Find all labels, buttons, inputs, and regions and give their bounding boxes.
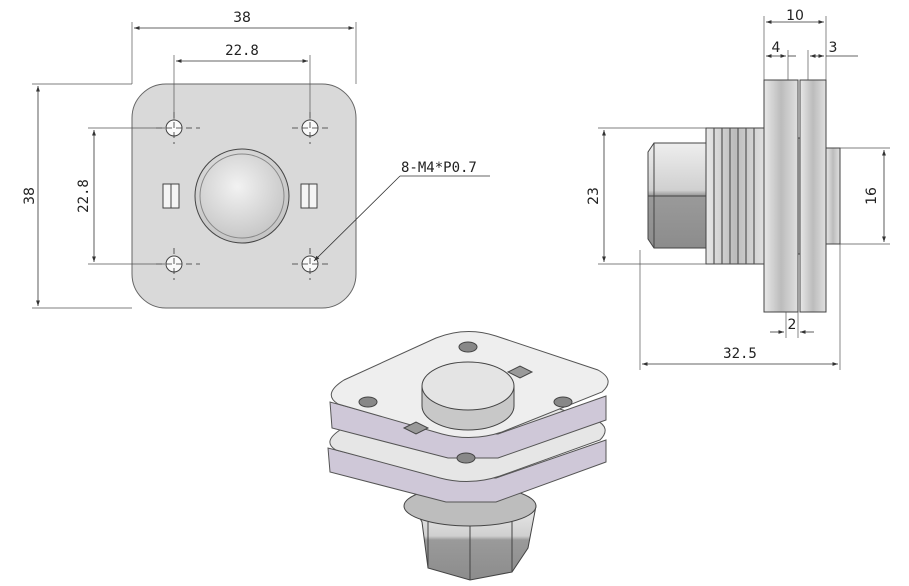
dim-total-thickness: 10 — [763, 8, 827, 80]
center-boss-outer — [194, 148, 290, 244]
gap-label: 2 — [788, 317, 797, 333]
dim-overall-length: 32.5 — [639, 244, 841, 370]
threaded-body — [705, 127, 765, 265]
dim-hole-spacing-vertical: 22.8 — [76, 127, 165, 265]
dim-back-plate: 3 — [807, 40, 858, 80]
center-boss-inner — [199, 153, 285, 239]
dim-body-diameter: 23 — [586, 127, 706, 265]
thread-callout: 8-M4*P0.7 — [313, 160, 490, 262]
height-label: 38 — [22, 187, 38, 205]
hex-nut — [647, 142, 707, 249]
side-view: 10 4 3 23 16 — [586, 8, 890, 370]
dim-hole-spacing-horizontal: 22.8 — [173, 43, 311, 120]
iso-holes — [358, 341, 573, 464]
plate-front-label: 4 — [772, 40, 781, 56]
side-back-plate — [799, 79, 827, 313]
overall-length-label: 32.5 — [723, 346, 757, 362]
dim-gap: 2 — [770, 312, 814, 338]
side-slots — [162, 183, 318, 209]
dim-boss-diameter: 16 — [840, 147, 890, 245]
side-front-plate — [763, 79, 799, 313]
isometric-view — [327, 331, 609, 581]
plate-back-label: 3 — [829, 40, 838, 56]
body-diameter-label: 23 — [586, 187, 602, 205]
hole-spacing-h-label: 22.8 — [225, 43, 259, 59]
width-label: 38 — [233, 10, 251, 26]
front-view: 38 22.8 38 22.8 8-M4*P0.7 — [22, 10, 490, 309]
boss-diameter-label: 16 — [864, 187, 880, 205]
thickness-label: 10 — [786, 8, 804, 24]
iso-slots — [402, 365, 534, 435]
thread-callout-label: 8-M4*P0.7 — [401, 160, 477, 176]
dim-width-38: 38 — [131, 10, 357, 84]
dim-front-plate: 4 — [766, 40, 796, 80]
iso-center-boss — [421, 361, 515, 431]
dim-height-38: 38 — [22, 83, 132, 309]
side-boss — [825, 147, 841, 245]
hole-spacing-v-label: 22.8 — [76, 179, 92, 213]
